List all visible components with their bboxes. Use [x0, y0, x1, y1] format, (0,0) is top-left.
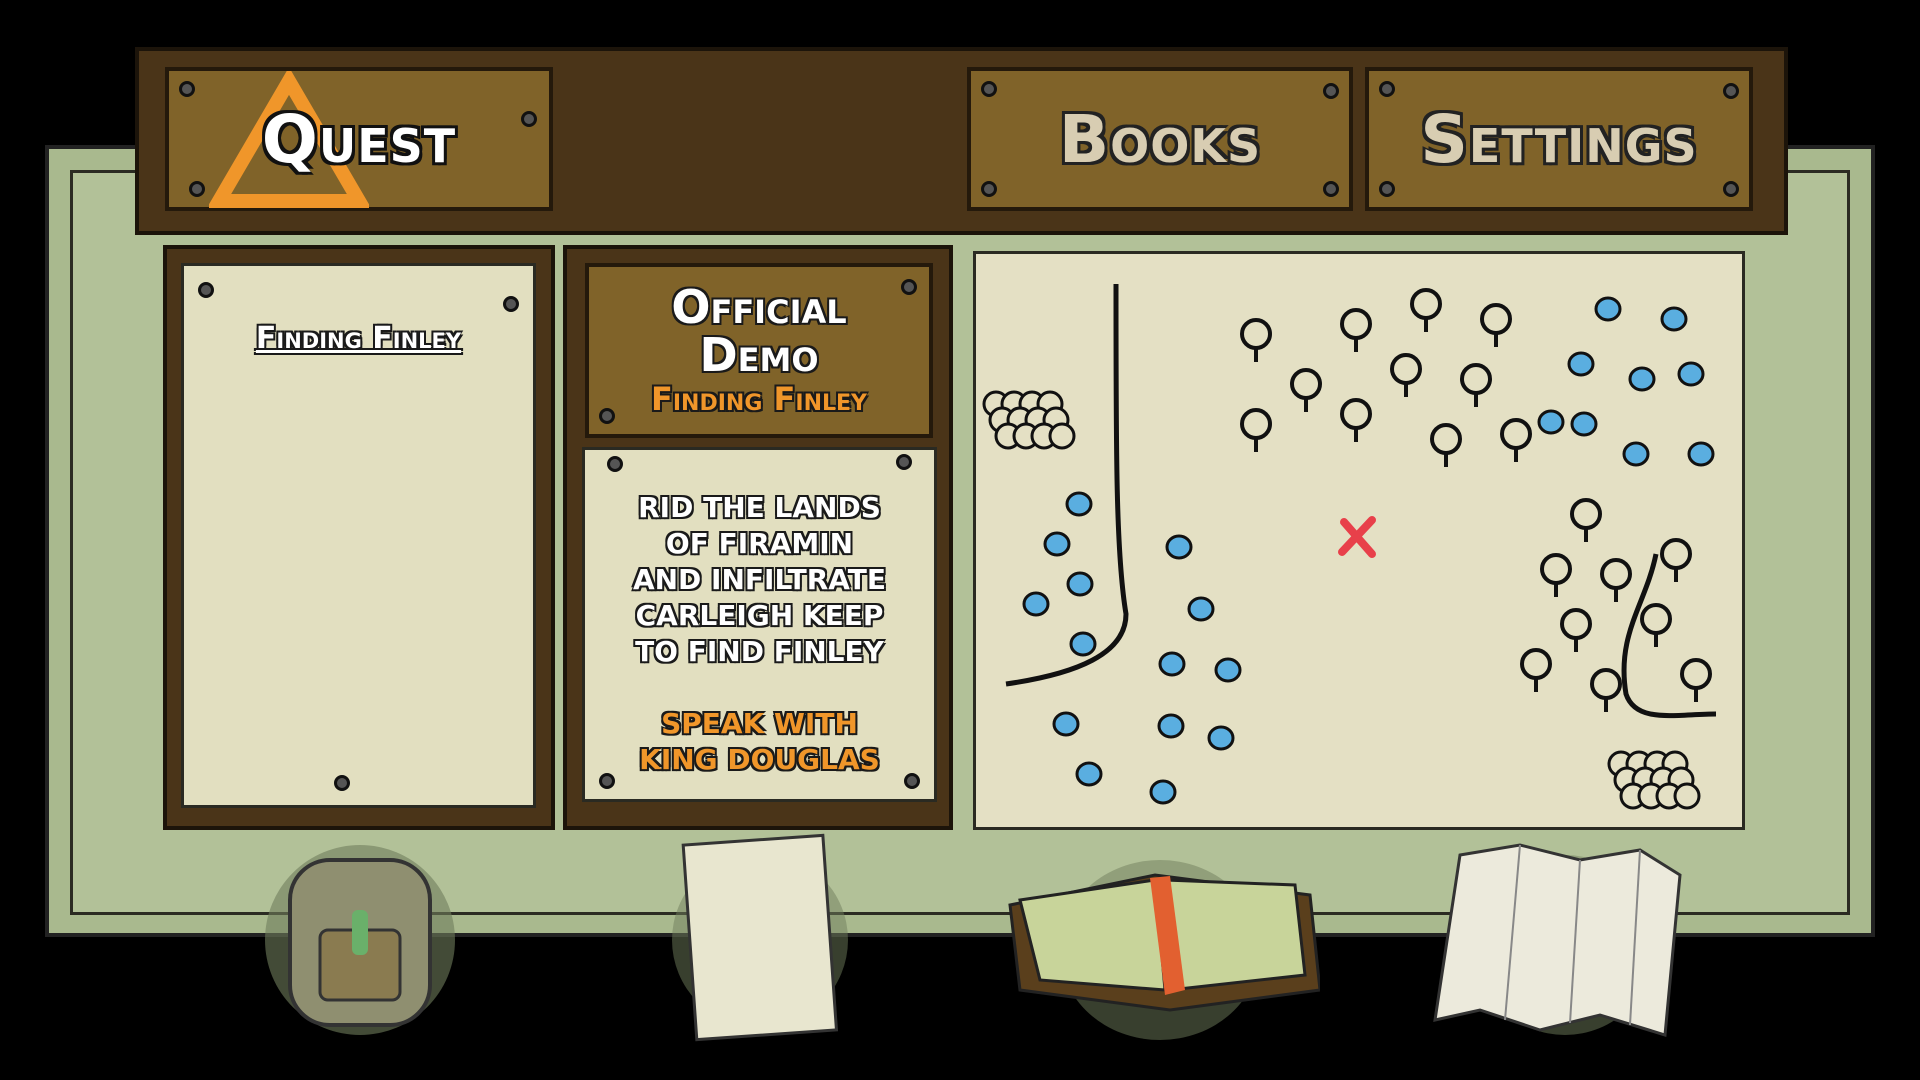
book-icon[interactable] — [1000, 840, 1322, 1040]
description-line: CARLEIGH KEEP — [635, 599, 884, 632]
water-icon — [1149, 779, 1177, 805]
water-icon — [1165, 534, 1193, 560]
tree-icon — [1600, 558, 1632, 602]
tree-icon — [1500, 418, 1532, 462]
forest-icon — [1673, 782, 1701, 810]
tree-icon — [1430, 423, 1462, 467]
tree-icon — [1240, 318, 1272, 362]
water-icon — [1660, 306, 1688, 332]
tree-icon — [1680, 658, 1712, 702]
tree-icon — [1410, 288, 1442, 332]
map-icon[interactable] — [1430, 835, 1690, 1045]
water-icon — [1065, 491, 1093, 517]
water-icon — [1687, 441, 1715, 467]
water-icon — [1207, 725, 1235, 751]
description-line: AND INFILTRATE — [632, 563, 887, 596]
water-icon — [1066, 571, 1094, 597]
water-icon — [1628, 366, 1656, 392]
tab-settings-label: Settings — [1420, 100, 1698, 178]
quest-list-item[interactable]: Finding Finley — [255, 321, 462, 356]
water-icon — [1594, 296, 1622, 322]
header-official: Official — [671, 279, 847, 334]
description-line: OF FIRAMIN — [665, 527, 854, 560]
tree-icon — [1390, 353, 1422, 397]
world-map[interactable] — [973, 251, 1745, 830]
water-icon — [1622, 441, 1650, 467]
water-icon — [1537, 409, 1565, 435]
scroll-icon[interactable] — [665, 830, 855, 1050]
objective-line: SPEAK WITH — [661, 707, 858, 740]
water-icon — [1069, 631, 1097, 657]
tree-icon — [1240, 408, 1272, 452]
water-icon — [1158, 651, 1186, 677]
triangle-emblem-icon — [209, 71, 369, 208]
forest-icon — [1048, 422, 1076, 450]
tab-quest-label: Quest — [261, 100, 457, 178]
tab-settings[interactable]: Settings — [1365, 67, 1753, 211]
tree-icon — [1640, 603, 1672, 647]
tree-icon — [1480, 303, 1512, 347]
quest-marker-x-icon — [1338, 516, 1376, 558]
header-demo: Demo — [699, 327, 819, 382]
tree-icon — [1570, 498, 1602, 542]
water-icon — [1570, 411, 1598, 437]
water-icon — [1052, 711, 1080, 737]
tree-icon — [1290, 368, 1322, 412]
description-line: TO FIND FINLEY — [635, 635, 884, 668]
tree-icon — [1460, 363, 1492, 407]
water-icon — [1157, 713, 1185, 739]
objective-line: KING DOUGLAS — [639, 743, 880, 776]
water-icon — [1214, 657, 1242, 683]
map-drawing — [982, 283, 1717, 810]
tree-icon — [1660, 538, 1692, 582]
tree-icon — [1540, 553, 1572, 597]
quest-name: Finding Finley — [651, 379, 867, 418]
tab-books[interactable]: Books — [967, 67, 1353, 211]
tree-icon — [1560, 608, 1592, 652]
water-icon — [1043, 531, 1071, 557]
backpack-icon[interactable] — [260, 830, 460, 1035]
water-icon — [1075, 761, 1103, 787]
tree-icon — [1340, 308, 1372, 352]
water-icon — [1677, 361, 1705, 387]
tree-icon — [1520, 648, 1552, 692]
tab-quest[interactable]: Quest — [165, 67, 553, 211]
water-icon — [1022, 591, 1050, 617]
quest-detail-header: Official Demo Finding Finley — [585, 263, 933, 438]
description-line: RID THE LANDS — [638, 491, 881, 524]
tree-icon — [1340, 398, 1372, 442]
tab-books-label: Books — [1058, 100, 1262, 178]
water-icon — [1187, 596, 1215, 622]
quest-detail-paper: RID THE LANDS OF FIRAMIN AND INFILTRATE … — [582, 447, 937, 802]
water-icon — [1567, 351, 1595, 377]
tree-icon — [1590, 668, 1622, 712]
quest-list-paper: Finding Finley — [181, 263, 536, 808]
